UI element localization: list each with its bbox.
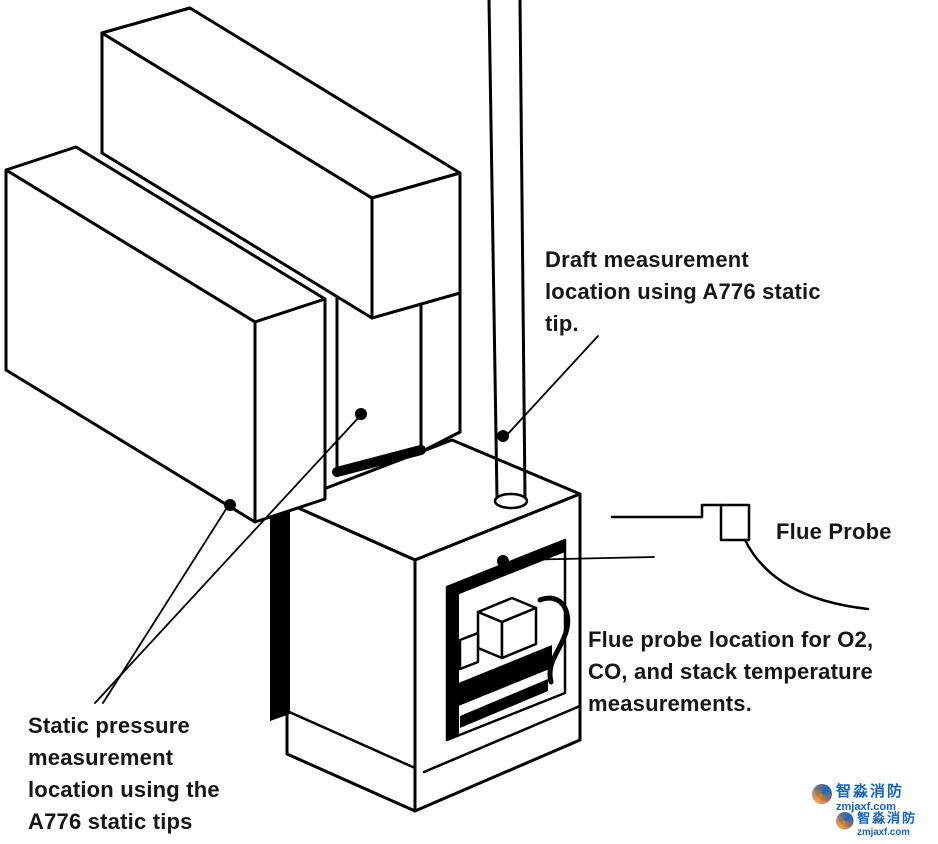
burner-slab-upper — [456, 645, 552, 707]
watermark-brand: 智淼消防 — [857, 811, 917, 827]
flue-probe-icon — [610, 503, 870, 611]
leader-draft — [504, 335, 599, 438]
leader-flue-probe-location — [515, 556, 655, 561]
upper-duct — [100, 6, 462, 320]
flue-probe-location-label: Flue probe location for O2, CO, and stac… — [588, 627, 874, 716]
watermark-site: zmjaxf.com — [836, 800, 896, 813]
watermark-logo-icon — [836, 812, 854, 830]
dot-draft-measurement — [497, 430, 509, 442]
watermark-site: zmjaxf.com — [857, 826, 910, 838]
burner-small-box — [458, 631, 480, 671]
flue-probe-label: Flue Probe — [776, 519, 892, 544]
furnace-left-shadow-band — [270, 511, 290, 721]
compartment-lintel — [447, 540, 565, 599]
dot-flue-probe-port — [497, 555, 509, 567]
upper-duct-right-face — [370, 171, 462, 320]
flue-pipe — [487, 0, 529, 510]
watermark: 智淼消防 zmjaxf.com — [836, 812, 917, 837]
draft-measurement-label: Draft measurement location using A776 st… — [545, 247, 821, 336]
furnace-front-seam — [285, 709, 417, 770]
flue-pipe-collar — [493, 492, 529, 510]
lower-duct-end-face — [253, 297, 327, 524]
duct-drop-bottom-rim — [332, 445, 426, 477]
measurement-dots — [224, 408, 509, 567]
compartment-jamb — [447, 582, 459, 740]
watermark-logo-icon — [812, 784, 832, 804]
burner-compartment — [445, 538, 571, 742]
heat-exchanger-tube — [537, 595, 571, 685]
watermark-brand: 智淼消防 — [836, 783, 905, 800]
dot-static-tip-lower-duct — [224, 499, 236, 511]
leader-static-lower — [102, 505, 229, 704]
lower-duct — [4, 145, 327, 524]
flue-probe-cable — [743, 538, 870, 611]
burner-box-right — [500, 606, 538, 660]
burner-slab-lower — [460, 679, 548, 728]
furnace-right-seam — [422, 704, 582, 774]
leader-lines — [94, 335, 655, 704]
watermark: 智淼消防 zmjaxf.com — [812, 783, 905, 813]
leader-static-upper — [94, 415, 361, 704]
dot-static-tip-upper-duct — [355, 408, 367, 420]
flue-probe-body — [719, 503, 751, 542]
static-pressure-label: Static pressure measurement location usi… — [28, 713, 220, 834]
duct-vertical-drop — [332, 291, 462, 477]
